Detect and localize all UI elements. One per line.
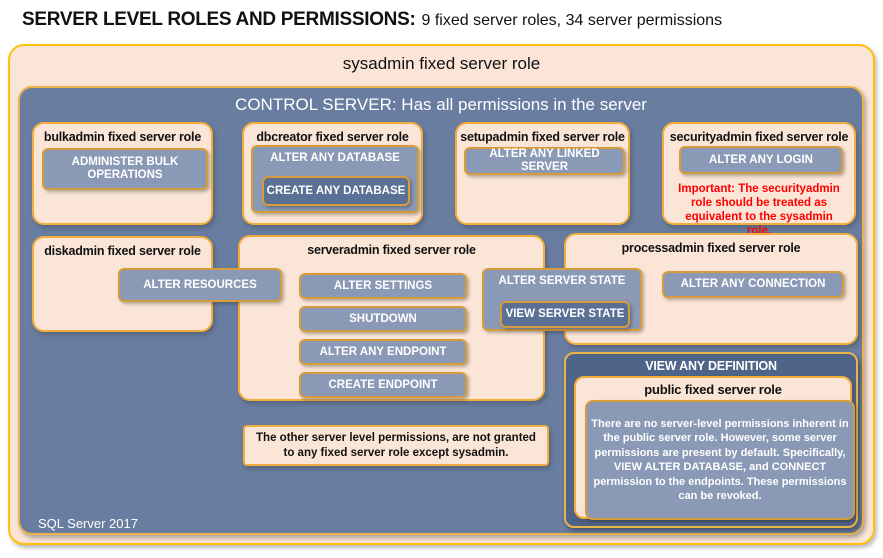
page-title-subtitle: 9 fixed server roles, 34 server permissi… bbox=[421, 12, 723, 29]
permission-create-any-database: CREATE ANY DATABASE bbox=[262, 176, 410, 206]
page-title: SERVER LEVEL ROLES AND PERMISSIONS: 9 fix… bbox=[22, 9, 722, 31]
control-server-label: CONTROL SERVER: Has all permissions in t… bbox=[235, 95, 647, 114]
bulkadmin-role-label: bulkadmin fixed server role bbox=[43, 130, 202, 144]
bulkadmin-role-box: bulkadmin fixed server role ADMINISTER B… bbox=[32, 122, 213, 225]
dbcreator-role-label: dbcreator fixed server role bbox=[256, 130, 409, 144]
permission-alter-any-database-label: ALTER ANY DATABASE bbox=[270, 152, 400, 164]
permission-administer-bulk-operations: ADMINISTER BULK OPERATIONS bbox=[42, 148, 208, 190]
securityadmin-warning-text: Important: The securityadmin role should… bbox=[678, 183, 840, 237]
view-any-definition-label: VIEW ANY DEFINITION bbox=[645, 359, 777, 373]
diskadmin-role-label: diskadmin fixed server role bbox=[44, 244, 201, 258]
page-title-main: SERVER LEVEL ROLES AND PERMISSIONS: bbox=[22, 9, 416, 30]
permission-shutdown: SHUTDOWN bbox=[299, 306, 467, 332]
permission-view-server-state: VIEW SERVER STATE bbox=[500, 301, 630, 328]
securityadmin-role-box: securityadmin fixed server role ALTER AN… bbox=[662, 122, 856, 237]
permission-alter-any-linked-server: ALTER ANY LINKED SERVER bbox=[464, 147, 625, 175]
public-role-box: public fixed server role There are no se… bbox=[574, 376, 855, 520]
public-role-label: public fixed server role bbox=[644, 382, 782, 397]
permission-alter-any-login: ALTER ANY LOGIN bbox=[679, 146, 843, 174]
processadmin-role-label: processadmin fixed server role bbox=[621, 241, 801, 255]
sysadmin-role-label: sysadmin fixed server role bbox=[342, 54, 541, 73]
permission-alter-server-state: ALTER SERVER STATE VIEW SERVER STATE bbox=[482, 268, 642, 331]
permission-create-endpoint: CREATE ENDPOINT bbox=[299, 372, 467, 398]
permission-alter-any-database: ALTER ANY DATABASE CREATE ANY DATABASE bbox=[251, 145, 419, 213]
view-any-definition-box: VIEW ANY DEFINITION public fixed server … bbox=[564, 352, 858, 528]
serveradmin-role-label: serveradmin fixed server role bbox=[307, 243, 476, 257]
setupadmin-role-label: setupadmin fixed server role bbox=[460, 130, 625, 144]
sql-server-version-label: SQL Server 2017 bbox=[38, 516, 138, 531]
permission-alter-any-endpoint: ALTER ANY ENDPOINT bbox=[299, 339, 467, 365]
other-permissions-note: The other server level permissions, are … bbox=[243, 425, 549, 466]
permission-alter-resources: ALTER RESOURCES bbox=[118, 268, 282, 302]
dbcreator-role-box: dbcreator fixed server role ALTER ANY DA… bbox=[242, 122, 423, 225]
securityadmin-role-label: securityadmin fixed server role bbox=[669, 130, 849, 144]
permission-alter-server-state-label: ALTER SERVER STATE bbox=[498, 275, 626, 287]
setupadmin-role-box: setupadmin fixed server role ALTER ANY L… bbox=[455, 122, 630, 225]
public-role-description: There are no server-level permissions in… bbox=[585, 400, 855, 520]
permission-alter-any-connection: ALTER ANY CONNECTION bbox=[662, 271, 844, 298]
serveradmin-role-box: serveradmin fixed server role ALTER SETT… bbox=[238, 235, 545, 401]
permission-alter-settings: ALTER SETTINGS bbox=[299, 273, 467, 299]
